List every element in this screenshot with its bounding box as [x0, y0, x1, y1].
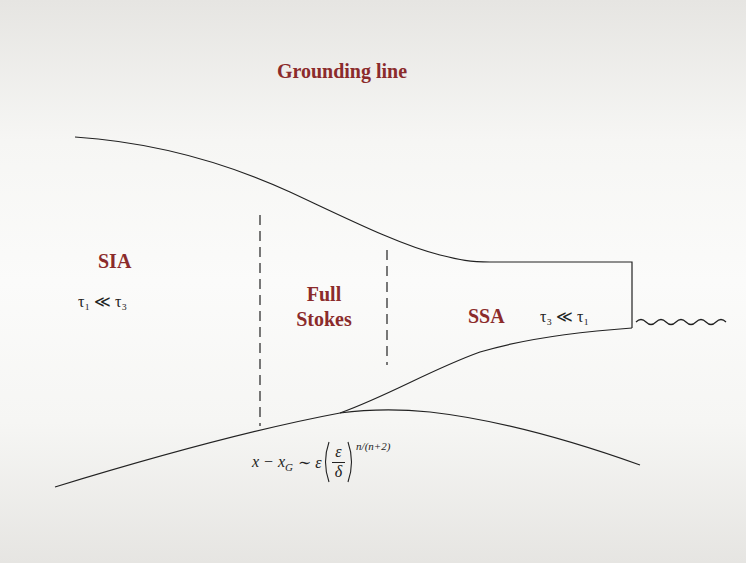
formula-part: G	[285, 461, 293, 473]
fraction: εδ	[332, 443, 345, 481]
region-divider	[386, 250, 387, 365]
formula-part: ε	[332, 443, 344, 462]
formula-part: n/(n+2)	[356, 440, 390, 452]
region-divider	[259, 215, 260, 426]
ice-surface	[75, 137, 632, 328]
figure-title: Grounding line	[242, 60, 442, 83]
timescale-relation: τ₁ ≪ τ₃	[78, 292, 127, 311]
parenthesis	[322, 440, 331, 484]
region-name: Full Stokes	[287, 282, 361, 332]
parenthesis	[346, 440, 355, 484]
region-name: SSA	[468, 305, 505, 328]
scaling-formula: x − xG ∼ ε εδ n/(n+2)	[252, 440, 390, 484]
formula-part: δ	[332, 463, 345, 481]
formula-part: ∼ ε	[298, 453, 322, 472]
shelf-base	[340, 328, 632, 413]
sea-surface-waves	[636, 320, 726, 325]
timescale-relation: τ₃ ≪ τ₁	[540, 307, 589, 326]
region-name: SIA	[98, 250, 131, 273]
formula-part: x − x	[252, 453, 285, 471]
bedrock	[55, 410, 640, 487]
